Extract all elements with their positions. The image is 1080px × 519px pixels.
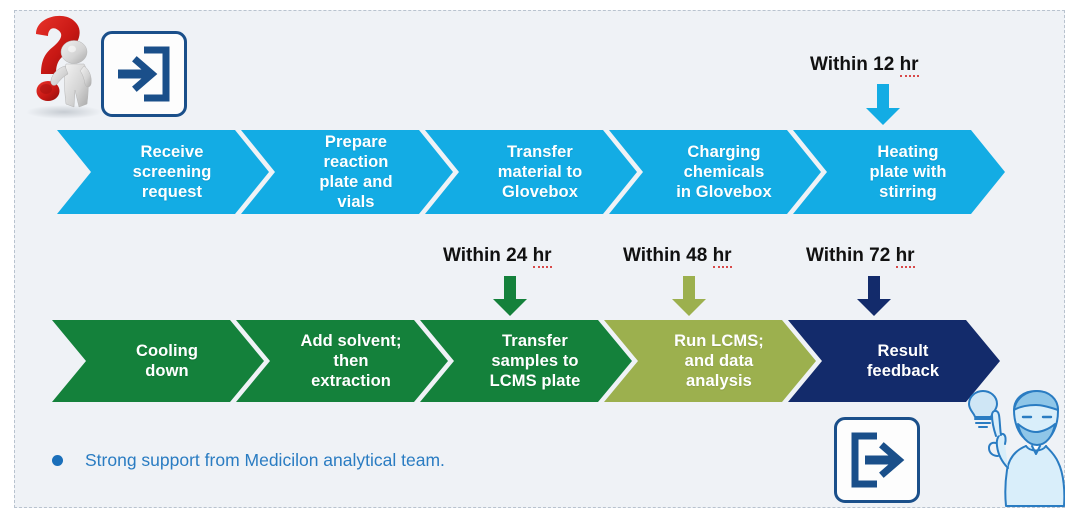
time-label-text: Within 24 <box>443 245 533 266</box>
page-margin-top <box>0 0 1080 10</box>
flow-arrow-to-heating-plate <box>866 84 900 125</box>
flow-arrow-to-result-feedback <box>857 276 891 316</box>
time-label-unit: hr <box>532 245 552 268</box>
question-mark-with-person-illustration <box>18 8 110 120</box>
time-label-within-24-hr: Within 24 hr <box>443 245 552 268</box>
step-label: Charging chemicals in Glovebox <box>676 142 772 202</box>
step-label: Transfer material to Glovebox <box>497 142 583 202</box>
page-margin-right <box>1065 0 1080 519</box>
process-step-run-lcms-and-data-analysis[interactable]: Run LCMS; and data analysis <box>604 320 816 402</box>
process-step-prepare-reaction-plate-and-vials[interactable]: Prepare reaction plate and vials <box>241 130 453 214</box>
step-label: Add solvent; then extraction <box>300 331 402 391</box>
process-step-add-solvent-then-extraction[interactable]: Add solvent; then extraction <box>236 320 448 402</box>
process-step-transfer-samples-to-lcms-plate[interactable]: Transfer samples to LCMS plate <box>420 320 632 402</box>
process-step-charging-chemicals-in-glovebox[interactable]: Charging chemicals in Glovebox <box>609 130 821 214</box>
flow-arrow-to-transfer-samples <box>493 276 527 316</box>
time-label-within-72-hr: Within 72 hr <box>806 245 915 268</box>
time-label-text: Within 48 <box>623 245 713 266</box>
process-step-heating-plate-with-stirring[interactable]: Heating plate with stirring <box>793 130 1005 214</box>
footnote-row: Strong support from Medicilon analytical… <box>52 450 445 471</box>
page-margin-bottom <box>0 508 1080 519</box>
step-label: Transfer samples to LCMS plate <box>489 331 581 391</box>
time-label-unit: hr <box>712 245 732 268</box>
step-label: Prepare reaction plate and vials <box>319 132 393 212</box>
bullet-dot-icon <box>52 455 63 466</box>
footnote-text: Strong support from Medicilon analytical… <box>85 450 445 470</box>
step-label: Result feedback <box>866 341 940 380</box>
time-label-within-12-hr: Within 12 hr <box>810 54 919 77</box>
enter-login-icon <box>101 31 187 117</box>
process-step-transfer-material-to-glovebox[interactable]: Transfer material to Glovebox <box>425 130 637 214</box>
step-label: Cooling down <box>135 341 199 380</box>
flow-arrow-to-run-lcms <box>672 276 706 316</box>
step-label: Run LCMS; and data analysis <box>674 331 764 391</box>
time-label-text: Within 12 <box>810 54 900 75</box>
process-step-receive-screening-request[interactable]: Receive screening request <box>57 130 269 214</box>
exit-logout-icon <box>834 417 920 503</box>
step-label: Receive screening request <box>132 142 212 202</box>
time-label-text: Within 72 <box>806 245 896 266</box>
person-pointing-up-with-lightbulb-illustration <box>952 388 1070 508</box>
page-margin-left <box>0 0 14 519</box>
process-step-result-feedback[interactable]: Result feedback <box>788 320 1000 402</box>
process-step-cooling-down[interactable]: Cooling down <box>52 320 264 402</box>
step-label: Heating plate with stirring <box>869 142 947 202</box>
time-label-within-48-hr: Within 48 hr <box>623 245 732 268</box>
time-label-unit: hr <box>899 54 919 77</box>
time-label-unit: hr <box>895 245 915 268</box>
